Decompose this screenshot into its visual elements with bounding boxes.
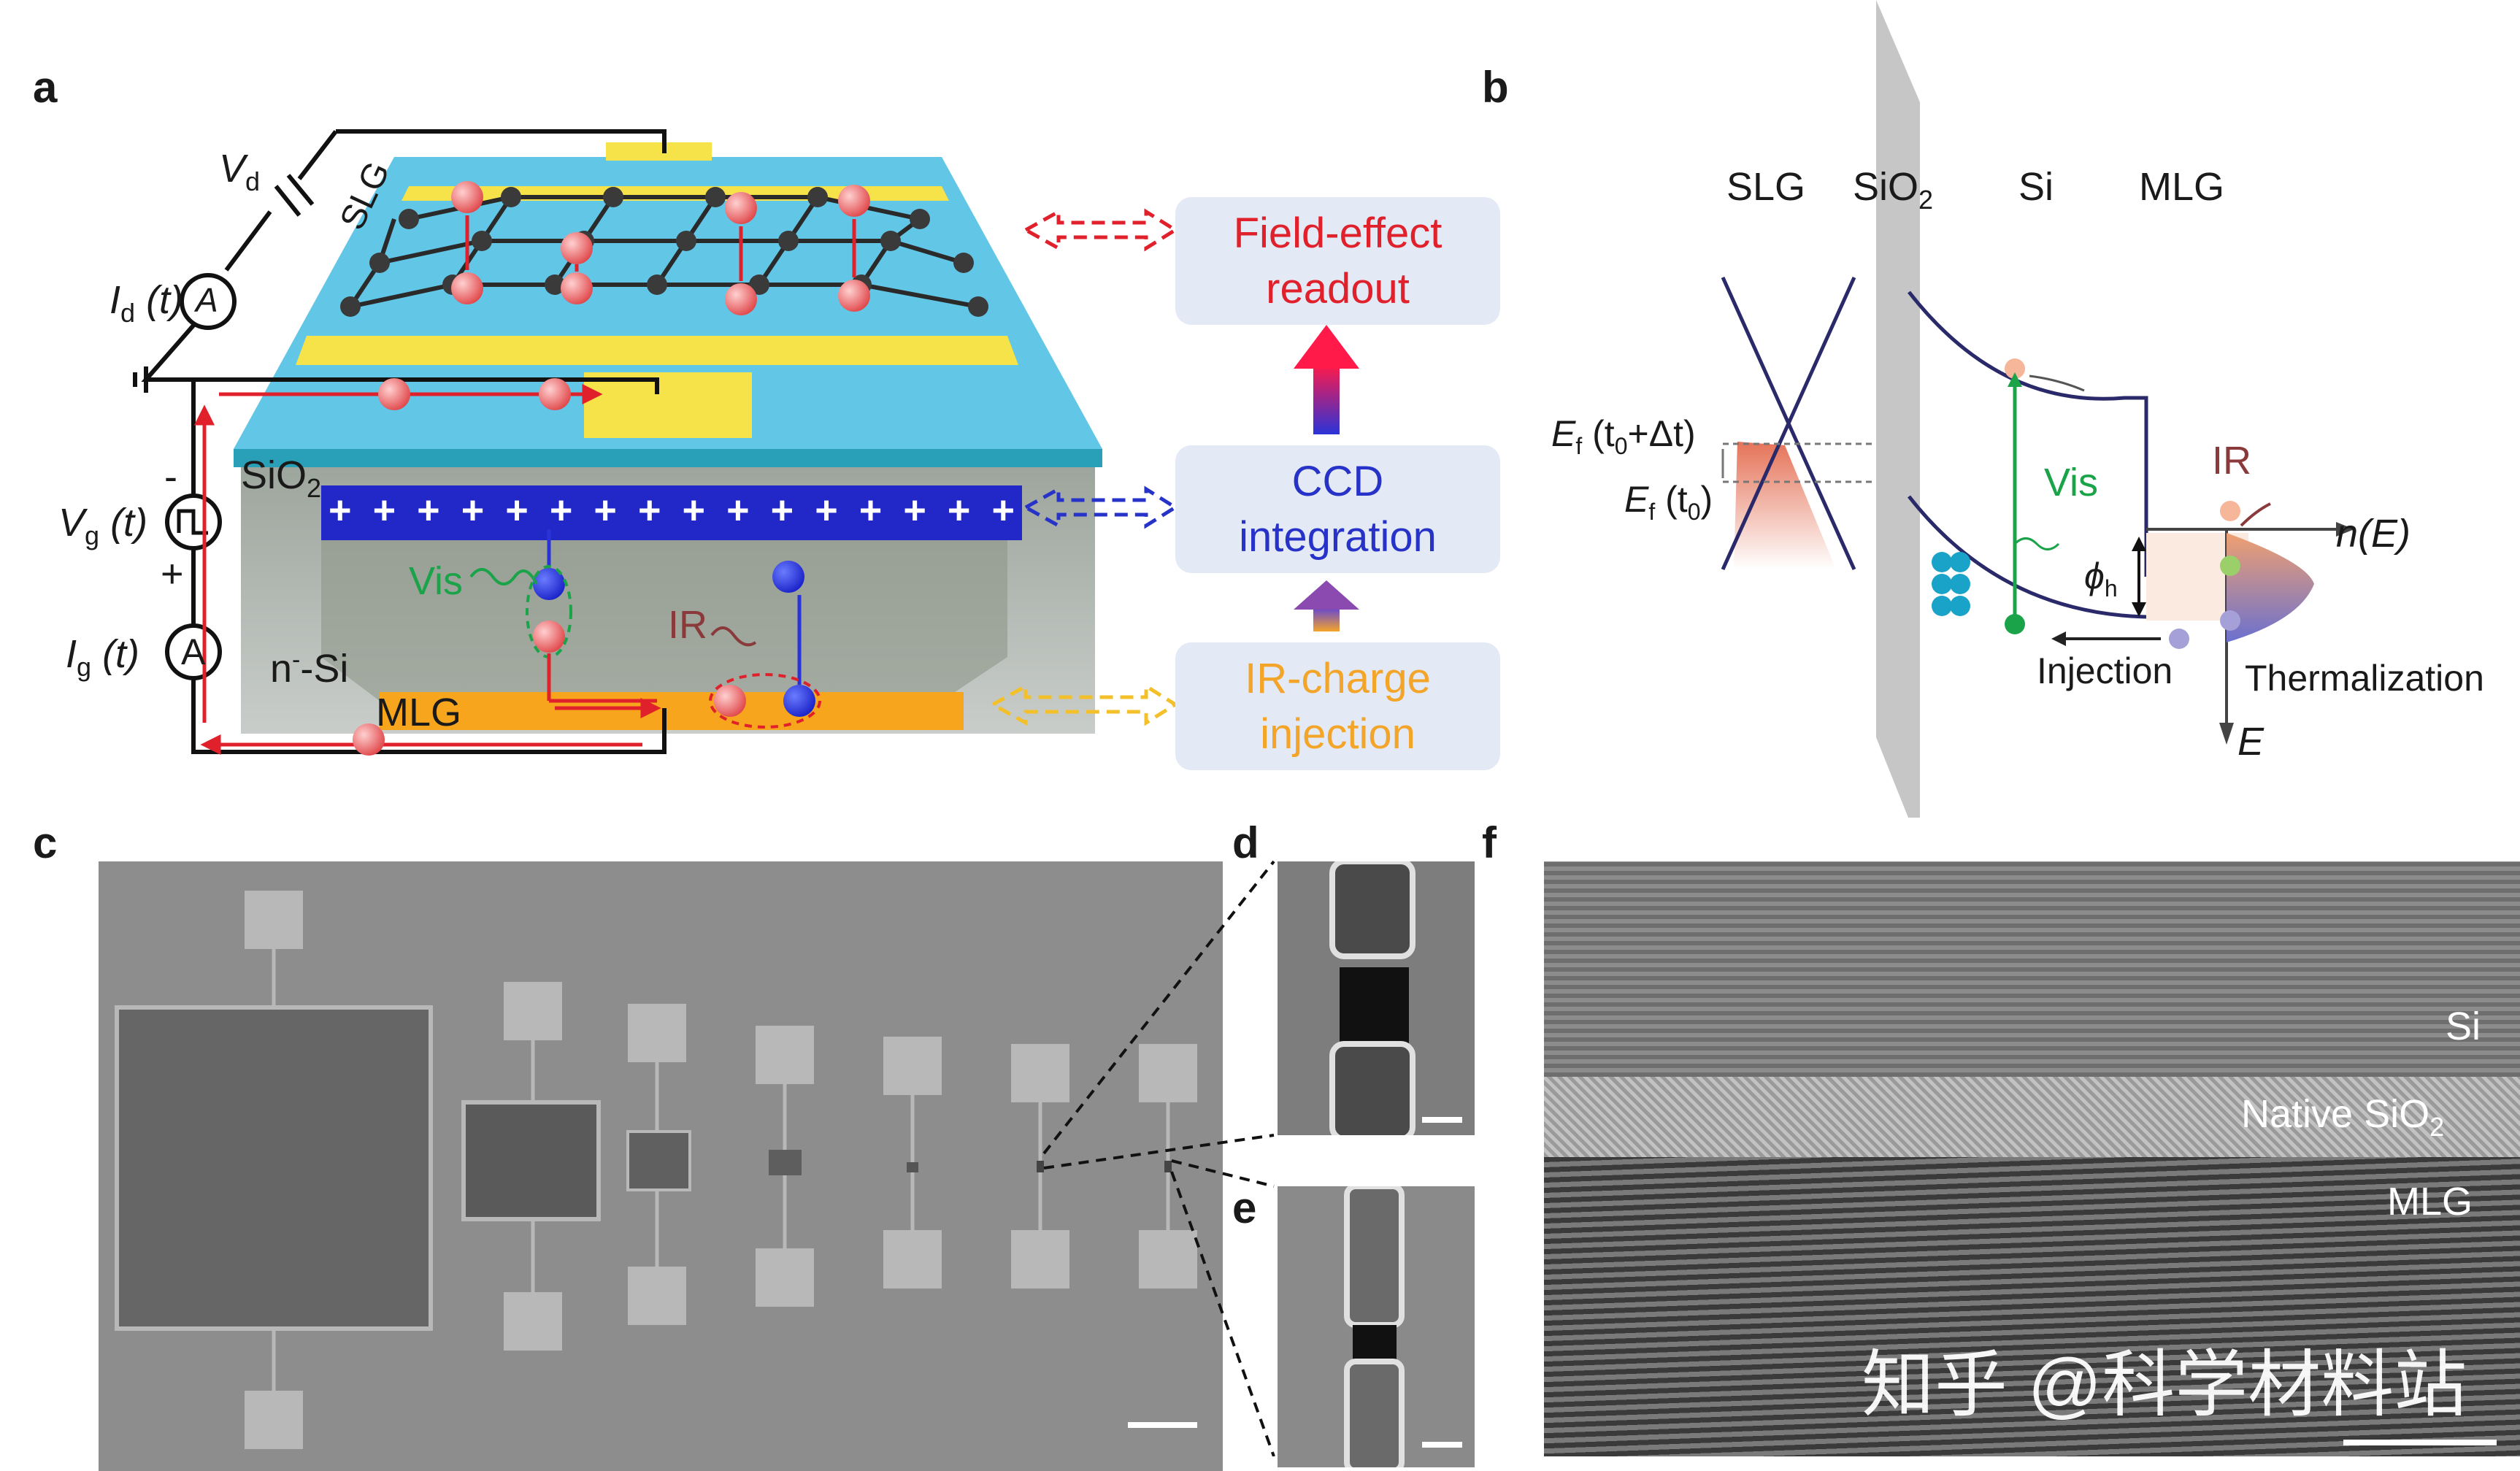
vis-label-b: Vis bbox=[2044, 461, 2099, 504]
ammeter-ig-icon bbox=[165, 623, 222, 680]
vis-label-a: Vis bbox=[409, 559, 464, 603]
injection-label: Injection bbox=[2037, 650, 2173, 691]
ir-label-a: IR bbox=[668, 603, 707, 647]
injection-text: IR-charge injection bbox=[1245, 655, 1431, 758]
hole-ir bbox=[783, 685, 815, 717]
native-oxide-region bbox=[1544, 1077, 2520, 1157]
ig-label: Ig (t) bbox=[66, 632, 140, 682]
hole-excited bbox=[2005, 614, 2025, 634]
panel-label-b: b bbox=[1482, 63, 1509, 112]
vg-plus: + bbox=[161, 552, 184, 596]
field-effect-readout-box: Field-effect readout bbox=[1175, 197, 1500, 325]
sio2-barrier bbox=[1876, 0, 1920, 818]
electron-vis bbox=[533, 621, 565, 653]
ccd-integration-box: CCD integration bbox=[1175, 445, 1500, 573]
mlg-label-a: MLG bbox=[376, 691, 462, 734]
ground-icon bbox=[133, 366, 148, 393]
device-schematic bbox=[133, 129, 1359, 756]
n-si-label: n--Si bbox=[270, 646, 349, 691]
slg-label-b: SLG bbox=[1726, 165, 1806, 209]
circuit-wires bbox=[141, 129, 667, 754]
id-label: Id (t) bbox=[110, 278, 184, 328]
watermark: 知乎 @科学材料站 bbox=[1862, 1344, 2467, 1426]
contact-pads bbox=[245, 891, 1197, 1449]
tem-mlg-label: MLG bbox=[2387, 1180, 2473, 1224]
ef-bottom-label: Ef (t0) bbox=[1624, 479, 1713, 525]
tem-image bbox=[1544, 861, 2520, 1456]
panel-label-a: a bbox=[33, 63, 58, 112]
drain-pad bbox=[584, 372, 752, 438]
vg-minus: - bbox=[164, 455, 177, 499]
capacitor-vd bbox=[274, 174, 315, 217]
band-diagram bbox=[1721, 0, 2354, 818]
mlg-layers-region bbox=[1544, 1157, 2520, 1456]
tem-si-label: Si bbox=[2446, 1005, 2481, 1048]
panel-label-e: e bbox=[1232, 1183, 1257, 1232]
ccd-text: CCD integration bbox=[1239, 458, 1437, 561]
conduction-band bbox=[1908, 291, 2148, 577]
mlg-layer bbox=[380, 692, 964, 730]
electrons-on-slg bbox=[451, 181, 870, 315]
thermalization-distribution bbox=[2227, 533, 2314, 642]
electron-excited bbox=[2005, 358, 2025, 379]
ir-label-b: IR bbox=[2212, 439, 2251, 483]
panel-label-d: d bbox=[1232, 818, 1259, 867]
sio2-label-b: SiO2 bbox=[1853, 165, 1934, 215]
readout-text: Field-effect readout bbox=[1233, 210, 1443, 312]
ef-top-label: Ef (t0+Δt) bbox=[1551, 413, 1696, 459]
ccd-link-arrow bbox=[1021, 485, 1179, 529]
dirac-cone-fill bbox=[1734, 442, 1836, 569]
accumulated-holes bbox=[1932, 552, 1970, 616]
scale-bar-e bbox=[1422, 1442, 1462, 1448]
sio2-layer bbox=[234, 157, 1102, 449]
tem-native-sio2-label: Native SiO2 bbox=[2241, 1092, 2445, 1142]
ccd-charge-layer bbox=[321, 485, 1022, 540]
scale-bar-d bbox=[1422, 1117, 1462, 1123]
ammeter-id-icon bbox=[180, 273, 237, 330]
sem-zoom-d bbox=[1278, 861, 1475, 1135]
n-e-label: n(E) bbox=[2336, 512, 2411, 556]
mlg-label-b: MLG bbox=[2139, 165, 2225, 209]
ammeter-ig-symbol: A bbox=[181, 631, 206, 672]
ammeter-id-symbol: A bbox=[196, 281, 218, 319]
vg-label: Vg (t) bbox=[58, 501, 148, 550]
sio2-label-a: SiO2 bbox=[241, 453, 322, 503]
phi-label: ϕh bbox=[2084, 556, 2118, 602]
scale-bar-c bbox=[1128, 1422, 1197, 1428]
thermalization-label: Thermalization bbox=[2245, 658, 2484, 699]
hole-vis bbox=[533, 568, 565, 600]
side-electrode bbox=[296, 336, 1018, 365]
scale-bar-f bbox=[2343, 1440, 2497, 1445]
si-label-b: Si bbox=[2018, 165, 2054, 209]
panel-label-c: c bbox=[33, 818, 58, 867]
si-lattice-region bbox=[1544, 861, 2520, 1077]
ccd-plus-row: ++++++++++++++++ bbox=[329, 488, 1015, 532]
electron-ir bbox=[714, 685, 746, 717]
sem-overview-image bbox=[99, 861, 1223, 1471]
sem-zoom-e bbox=[1278, 1186, 1475, 1467]
vd-label: Vd bbox=[219, 147, 261, 196]
hole-ir-drifting bbox=[772, 561, 804, 593]
e-axis-label: E bbox=[2237, 720, 2264, 764]
ir-charge-injection-box: IR-charge injection bbox=[1175, 642, 1500, 770]
injection-to-ccd-arrow-shaft bbox=[1313, 606, 1340, 631]
readout-link-arrow bbox=[1021, 208, 1179, 252]
panel-label-f: f bbox=[1482, 818, 1497, 867]
dirac-cone-right bbox=[1721, 276, 1856, 571]
device-largest bbox=[115, 1005, 433, 1331]
ccd-to-readout-arrow-shaft bbox=[1313, 365, 1340, 434]
